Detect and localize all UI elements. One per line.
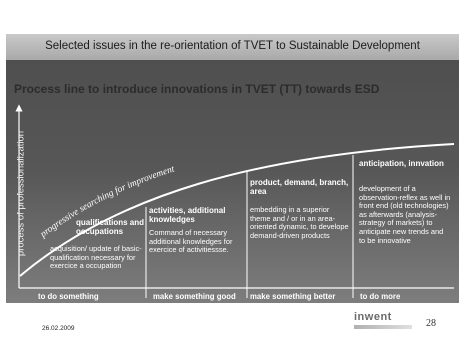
page-number: 28 bbox=[426, 318, 436, 329]
process-title: Process line to introduce innovations in… bbox=[14, 82, 380, 96]
col4-body: development of a observation-reflex as w… bbox=[359, 184, 451, 245]
col1-heading: qualifications and occupations bbox=[76, 218, 145, 237]
col4-heading: anticipation, innvation bbox=[359, 159, 444, 168]
col3-footer: make something better bbox=[250, 292, 336, 301]
col3-heading: product, demand, branch, area bbox=[250, 178, 349, 197]
y-axis-label: process of professionalization bbox=[15, 130, 27, 257]
col1-footer: to do something bbox=[38, 292, 99, 301]
col1-body: acquisition/ update of basic-qualificati… bbox=[50, 244, 142, 271]
slide-header: Selected issues in the re-orientation of… bbox=[6, 34, 459, 61]
col2-footer: make something good bbox=[153, 292, 236, 301]
logo-underline bbox=[354, 325, 412, 329]
col3-body: embedding in a superior theme and / or i… bbox=[250, 205, 349, 240]
col4-footer: to do more bbox=[360, 292, 401, 301]
slide-footer: 26.02.2009 inwent 28 bbox=[6, 303, 459, 339]
col2-heading: activities, additional knowledges bbox=[149, 206, 226, 225]
footer-date: 26.02.2009 bbox=[42, 325, 75, 332]
growth-curve bbox=[19, 143, 455, 277]
diagram-area: Process line to introduce innovations in… bbox=[6, 60, 459, 303]
header-title: Selected issues in the re-orientation of… bbox=[45, 40, 420, 52]
col2-body: Command of necessary additional knowledg… bbox=[149, 228, 233, 255]
process-diagram: progressive searching for improvement bbox=[15, 104, 455, 298]
inwent-logo: inwent bbox=[354, 311, 392, 323]
